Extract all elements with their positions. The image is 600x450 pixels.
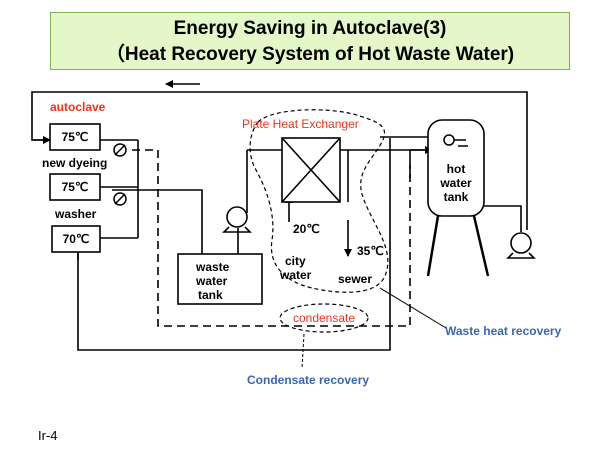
condensate-dashed-line bbox=[132, 149, 411, 327]
waste-line bbox=[112, 189, 203, 258]
waste-heat-callout-line bbox=[379, 287, 447, 329]
machine-1-box bbox=[49, 123, 101, 151]
page-code: Ir-4 bbox=[38, 428, 58, 443]
pump-icon bbox=[506, 232, 536, 259]
washer-label: washer bbox=[54, 207, 97, 221]
valve-icon bbox=[113, 143, 127, 157]
autoclave-label: autoclave bbox=[50, 100, 106, 114]
hot-tank-line-3: tank bbox=[444, 190, 469, 204]
waste-heat-recovery-label: Waste heat recovery bbox=[445, 324, 562, 338]
hot-water-tank-body bbox=[427, 119, 485, 217]
machine-1-temp: 75℃ bbox=[62, 130, 89, 144]
sewer-temp: 35℃ bbox=[357, 244, 384, 258]
hot-tank-line-2: water bbox=[439, 176, 472, 190]
city-water-temp: 20℃ bbox=[293, 222, 320, 236]
machine-3: 70℃ bbox=[51, 225, 101, 253]
machine-3-temp: 70℃ bbox=[63, 232, 90, 246]
heat-exchanger bbox=[281, 137, 349, 203]
plate-heat-exchanger-label: Plate Heat Exchanger bbox=[242, 117, 359, 131]
machine-3-box bbox=[51, 225, 101, 253]
new-dyeing-label: new dyeing bbox=[42, 156, 107, 170]
machine-2-box bbox=[49, 173, 101, 201]
machine-2-temp: 75℃ bbox=[62, 180, 89, 194]
city-water-label-2: water bbox=[279, 268, 312, 282]
condensate-label: condensate bbox=[293, 311, 355, 325]
waste-water-tank: waste water tank bbox=[177, 253, 263, 305]
machine-1: 75℃ bbox=[49, 123, 101, 151]
sewer-label: sewer bbox=[338, 272, 372, 286]
hot-water-tank: hot water tank bbox=[426, 119, 490, 277]
condensate-ellipse bbox=[279, 303, 369, 333]
waste-tank-line-3: tank bbox=[198, 288, 223, 302]
hot-tank-line-1: hot bbox=[447, 162, 466, 176]
waste-tank-line-1: waste bbox=[195, 260, 230, 274]
city-water-label-1: city bbox=[285, 254, 306, 268]
condensate-callout-line bbox=[301, 333, 305, 369]
title-banner: Energy Saving in Autoclave(3) （Heat Reco… bbox=[50, 12, 570, 70]
waste-tank-line-2: water bbox=[195, 274, 228, 288]
waste-water-tank-box bbox=[177, 253, 263, 305]
title-line-1: Energy Saving in Autoclave(3) bbox=[173, 18, 447, 39]
title-line-2: （Heat Recovery System of Hot Waste Water… bbox=[105, 44, 515, 65]
machine-2: 75℃ bbox=[49, 173, 101, 201]
valve-icon bbox=[113, 192, 127, 206]
hot-tank-to-pump bbox=[484, 205, 522, 232]
condensate-recovery-label: Condensate recovery bbox=[247, 373, 369, 387]
pump-icon bbox=[222, 206, 252, 233]
